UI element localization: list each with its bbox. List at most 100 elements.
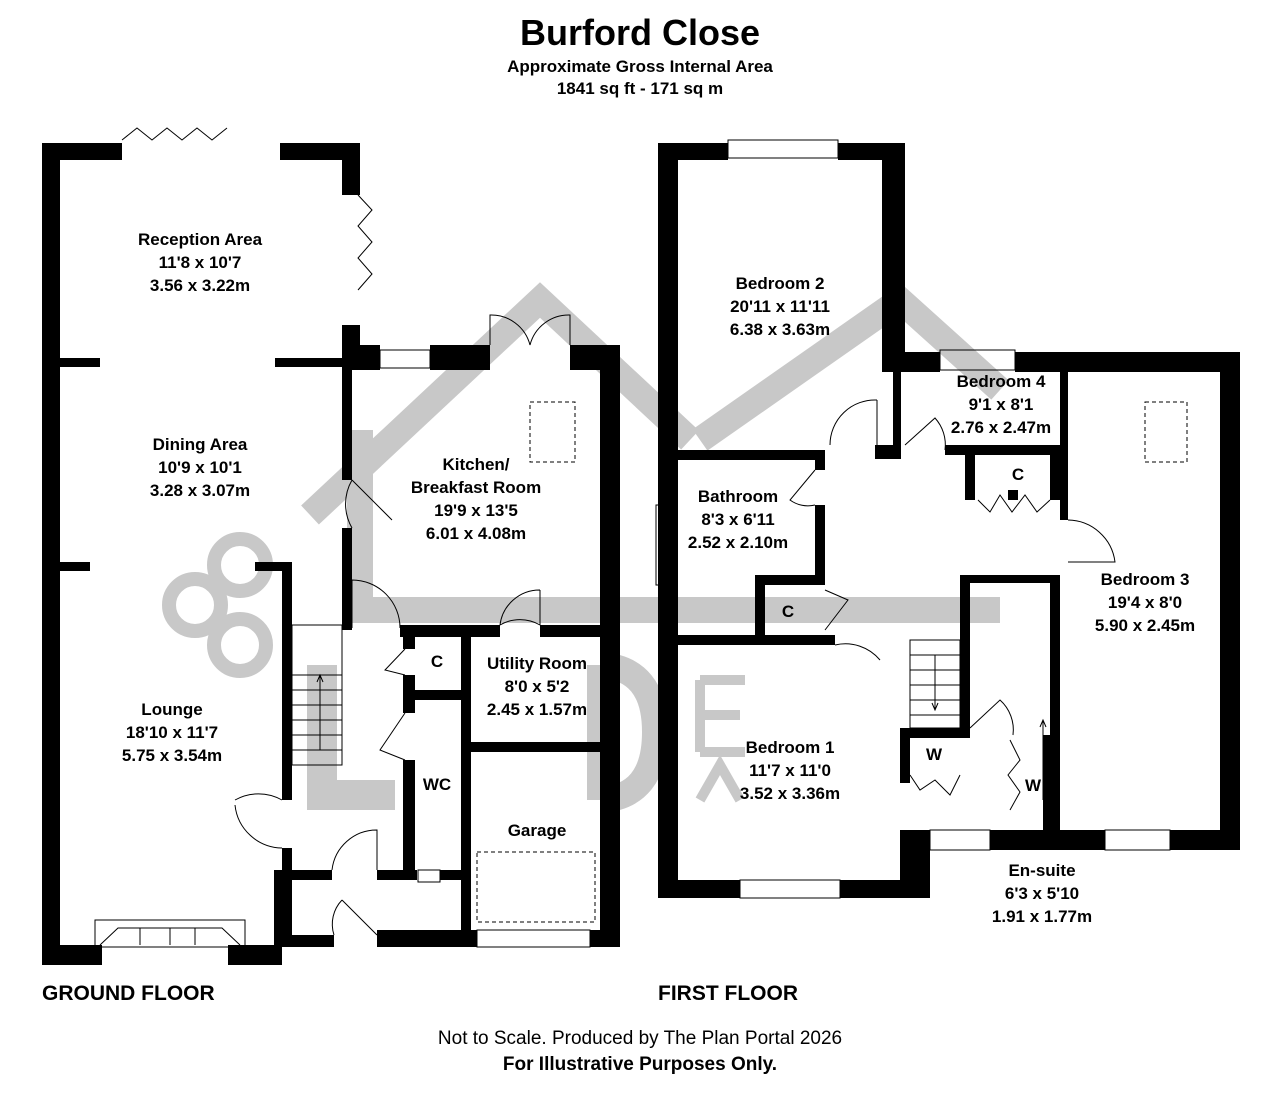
door-kitchen-left <box>345 479 393 529</box>
door-cupboard <box>384 648 406 676</box>
wc-window <box>417 869 441 883</box>
door-lounge <box>234 793 283 849</box>
wardrobe-door <box>909 774 961 796</box>
room-imperial: 8'3 x 6'11 <box>701 510 775 529</box>
ground-floor-walls <box>42 143 620 965</box>
room-name-line2: Breakfast Room <box>410 478 542 497</box>
room-metric: 5.75 x 3.54m <box>121 746 223 765</box>
room-cupboard-landing: C <box>1011 465 1025 484</box>
room-imperial: 9'1 x 8'1 <box>968 395 1034 414</box>
footer-disclaimer: Not to Scale. Produced by The Plan Porta… <box>437 1028 843 1049</box>
watermark-agents-mark <box>695 754 745 803</box>
skylight <box>1144 401 1188 463</box>
room-imperial: 6'3 x 5'10 <box>1004 884 1080 903</box>
room-bedroom-3: Bedroom 3 19'4 x 8'0 5.90 x 2.45m <box>1095 568 1195 637</box>
cupboard-bifold <box>977 494 1051 513</box>
room-imperial: 10'9 x 10'1 <box>158 458 242 477</box>
watermark-logo <box>162 282 1009 813</box>
stairs-outline <box>909 639 961 729</box>
door-utility <box>499 589 541 626</box>
watermark-roof <box>301 282 699 525</box>
bathroom-window <box>655 504 677 586</box>
room-name: Kitchen/ <box>442 455 510 474</box>
door-bathroom <box>789 469 816 507</box>
bifold-door-side <box>357 194 373 291</box>
door-cupboard <box>824 589 849 631</box>
watermark-estate-mark <box>695 675 745 757</box>
room-utility: Utility Room 8'0 x 5'2 2.45 x 1.57m <box>487 652 587 721</box>
stairs-up-arrow <box>292 673 342 751</box>
room-cupboard: C <box>430 652 444 671</box>
room-metric: 2.45 x 1.57m <box>486 700 588 719</box>
room-name: Reception Area <box>137 230 263 249</box>
gross-area: 1841 sq ft - 171 sq m <box>556 79 724 98</box>
door-kitchen-hall <box>351 579 401 629</box>
door-ensuite <box>969 699 1014 736</box>
room-name: Bedroom 4 <box>956 372 1046 391</box>
room-imperial: 8'0 x 5'2 <box>504 677 570 696</box>
room-name: Bedroom 1 <box>745 738 835 757</box>
room-imperial: 20'11 x 11'11 <box>730 297 830 316</box>
door-bedroom2 <box>829 399 878 446</box>
front-door <box>331 899 378 936</box>
ensuite-arrow <box>1039 718 1047 800</box>
room-garage: Garage <box>507 821 567 840</box>
room-wc: WC <box>422 775 452 794</box>
room-imperial: 11'7 x 11'0 <box>749 761 831 780</box>
room-name: Bedroom 3 <box>1100 570 1190 589</box>
door-bedroom3 <box>1067 519 1116 563</box>
room-metric: 3.28 x 3.07m <box>149 481 251 500</box>
room-wardrobe-2: W <box>1024 776 1042 795</box>
room-bedroom-2: Bedroom 2 20'11 x 11'11 6.38 x 3.63m <box>730 272 830 341</box>
room-name: Utility Room <box>486 654 588 673</box>
room-imperial: 19'4 x 8'0 <box>1107 593 1183 612</box>
room-name: Dining Area <box>152 435 248 454</box>
room-bathroom: Bathroom 8'3 x 6'11 2.52 x 2.10m <box>688 485 788 554</box>
room-imperial: 11'8 x 10'7 <box>158 253 242 272</box>
room-reception-area: Reception Area 11'8 x 10'7 3.56 x 3.22m <box>138 228 262 297</box>
garage-door <box>476 929 591 948</box>
room-name: Bedroom 2 <box>735 274 825 293</box>
first-floor-label: FIRST FLOOR <box>658 982 798 1005</box>
room-dining-area: Dining Area 10'9 x 10'1 3.28 x 3.07m <box>150 433 250 502</box>
stairs-outline <box>291 624 343 766</box>
door-wc <box>379 712 406 761</box>
door-hall <box>331 829 378 871</box>
room-metric: 3.56 x 3.22m <box>149 276 251 295</box>
room-metric: 2.52 x 2.10m <box>687 533 789 552</box>
room-metric: 3.52 x 3.36m <box>739 784 841 803</box>
skylight <box>529 401 576 463</box>
room-metric: 1.91 x 1.77m <box>991 907 1093 926</box>
room-name: Lounge <box>141 700 203 719</box>
room-imperial: 18'10 x 11'7 <box>125 723 219 742</box>
room-wardrobe-1: W <box>925 745 943 764</box>
room-cupboard-bathroom: C <box>781 602 795 621</box>
bedroom1-window <box>739 879 841 899</box>
door-bedroom4 <box>904 417 946 451</box>
bifold-door-top <box>121 127 228 141</box>
wardrobe-door-2 <box>1007 739 1021 811</box>
room-bedroom-1: Bedroom 1 11'7 x 11'0 3.52 x 3.36m <box>740 736 840 805</box>
ground-floor-fixtures <box>94 127 596 948</box>
room-name: En-suite <box>1008 861 1076 880</box>
watermark-letter-l <box>307 665 395 810</box>
room-en-suite: En-suite 6'3 x 5'10 1.91 x 1.77m <box>992 859 1092 928</box>
room-metric: 2.76 x 2.47m <box>950 418 1052 437</box>
ensuite-window <box>929 829 991 851</box>
room-metric: 6.01 x 4.08m <box>425 524 527 543</box>
door-bedroom1 <box>834 643 881 661</box>
room-lounge: Lounge 18'10 x 11'7 5.75 x 3.54m <box>122 698 222 767</box>
footer-illustrative: For Illustrative Purposes Only. <box>502 1054 778 1075</box>
french-doors <box>489 314 571 346</box>
bedroom2-window <box>727 139 839 159</box>
stairs-down-arrow <box>910 654 960 716</box>
page-subtitle: Approximate Gross Internal Area <box>507 57 773 76</box>
room-imperial: 19'9 x 13'5 <box>434 501 518 520</box>
ground-floor-label: GROUND FLOOR <box>42 982 215 1005</box>
kitchen-window <box>379 349 431 369</box>
first-floor-walls <box>658 143 1240 898</box>
room-kitchen: Kitchen/ Breakfast Room 19'9 x 13'5 6.01… <box>411 453 541 545</box>
garage-door-outline <box>476 851 596 923</box>
room-metric: 6.38 x 3.63m <box>729 320 831 339</box>
